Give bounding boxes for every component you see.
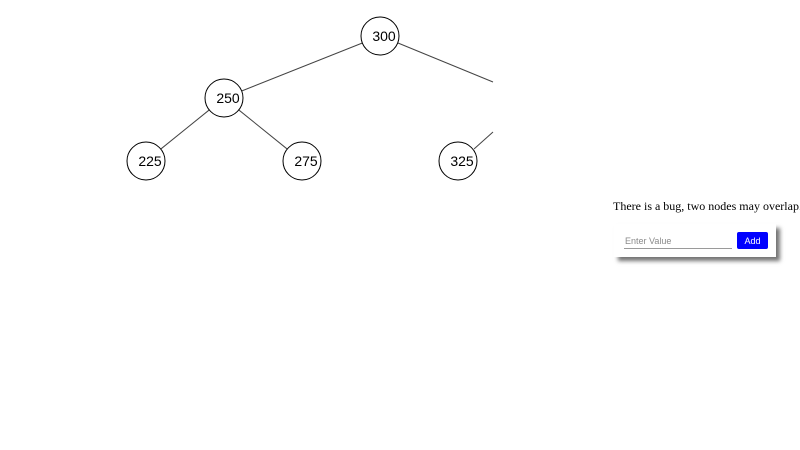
tree-node[interactable]: 300: [360, 16, 400, 56]
tree-node-value: 275: [294, 153, 318, 169]
tree-node-circle: [282, 141, 322, 181]
tree-node-value: 250: [216, 90, 240, 106]
tree-nodes: 300 250 225 275 325: [126, 16, 478, 181]
tree-node-circle: [126, 141, 166, 181]
tree-edge-300-right: [397, 42, 494, 83]
tree-edge: [160, 109, 210, 150]
add-button[interactable]: Add: [737, 232, 768, 249]
tree-edge: [241, 42, 363, 92]
add-node-panel: Add: [614, 224, 776, 257]
tree-node-value: 325: [450, 153, 474, 169]
tree-node-value: 225: [138, 153, 162, 169]
tree-node[interactable]: 225: [126, 141, 166, 181]
tree-edges: [160, 42, 494, 150]
tree-node[interactable]: 325: [438, 141, 478, 181]
tree-node-value: 300: [372, 28, 396, 44]
value-input[interactable]: [624, 234, 732, 249]
tree-node-circle: [360, 16, 400, 56]
tree-node[interactable]: 275: [282, 141, 322, 181]
tree-node-circle: [204, 78, 244, 118]
tree-edge: [238, 109, 288, 150]
bug-notice: There is a bug, two nodes may overlap.: [613, 199, 800, 213]
tree-edge-325-up: [473, 131, 494, 150]
tree-node-circle: [438, 141, 478, 181]
tree-node[interactable]: 250: [204, 78, 244, 118]
